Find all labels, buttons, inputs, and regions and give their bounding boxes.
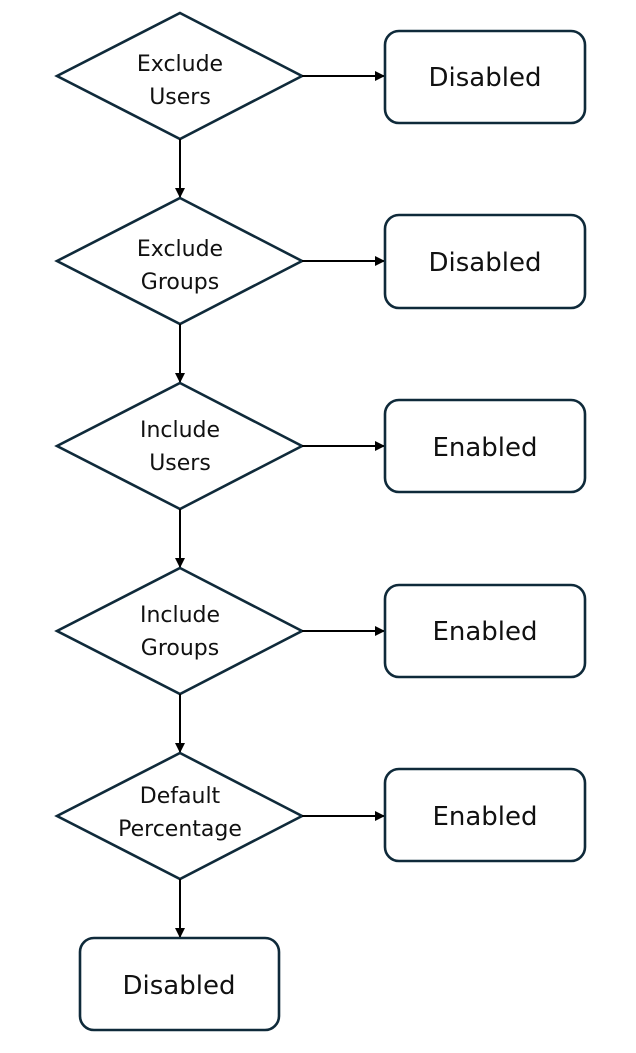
decision-label-line1: Default bbox=[140, 784, 221, 809]
decision-default-percentage: Default Percentage bbox=[54, 751, 305, 881]
outcome-box bbox=[383, 767, 587, 863]
outcome-include-groups: Enabled bbox=[383, 583, 587, 679]
final-outcome: Disabled bbox=[78, 936, 281, 1032]
final-outcome-label: Disabled bbox=[123, 971, 236, 1001]
decision-label-line1: Exclude bbox=[137, 237, 223, 262]
outcome-box bbox=[383, 398, 587, 494]
outcome-include-users: Enabled bbox=[383, 398, 587, 494]
outcome-box bbox=[383, 583, 587, 679]
decision-exclude-users: Exclude Users bbox=[54, 11, 305, 141]
final-outcome-box bbox=[78, 936, 281, 1032]
outcome-label: Disabled bbox=[429, 248, 542, 278]
decision-diamond bbox=[54, 751, 305, 881]
outcome-label: Enabled bbox=[432, 617, 537, 647]
decision-include-groups: Include Groups bbox=[54, 566, 305, 696]
decision-label-line2: Percentage bbox=[118, 817, 242, 842]
decision-diamond bbox=[54, 566, 305, 696]
decision-label-line1: Include bbox=[140, 603, 220, 628]
decision-label-line1: Include bbox=[140, 418, 220, 443]
outcome-box bbox=[383, 213, 587, 310]
decision-exclude-groups: Exclude Groups bbox=[54, 196, 305, 326]
outcome-box bbox=[383, 29, 587, 125]
decision-label-line2: Groups bbox=[141, 636, 219, 661]
decision-include-users: Include Users bbox=[54, 381, 305, 511]
outcome-label: Enabled bbox=[432, 433, 537, 463]
decision-label-line2: Users bbox=[149, 85, 211, 110]
decision-label-line2: Groups bbox=[141, 270, 219, 295]
outcome-exclude-users: Disabled bbox=[383, 29, 587, 125]
decision-label-line1: Exclude bbox=[137, 52, 223, 77]
decision-label-line2: Users bbox=[149, 451, 211, 476]
decision-diamond bbox=[54, 381, 305, 511]
outcome-default-percentage: Enabled bbox=[383, 767, 587, 863]
outcome-exclude-groups: Disabled bbox=[383, 213, 587, 310]
outcome-label: Enabled bbox=[432, 802, 537, 832]
outcome-label: Disabled bbox=[429, 63, 542, 93]
